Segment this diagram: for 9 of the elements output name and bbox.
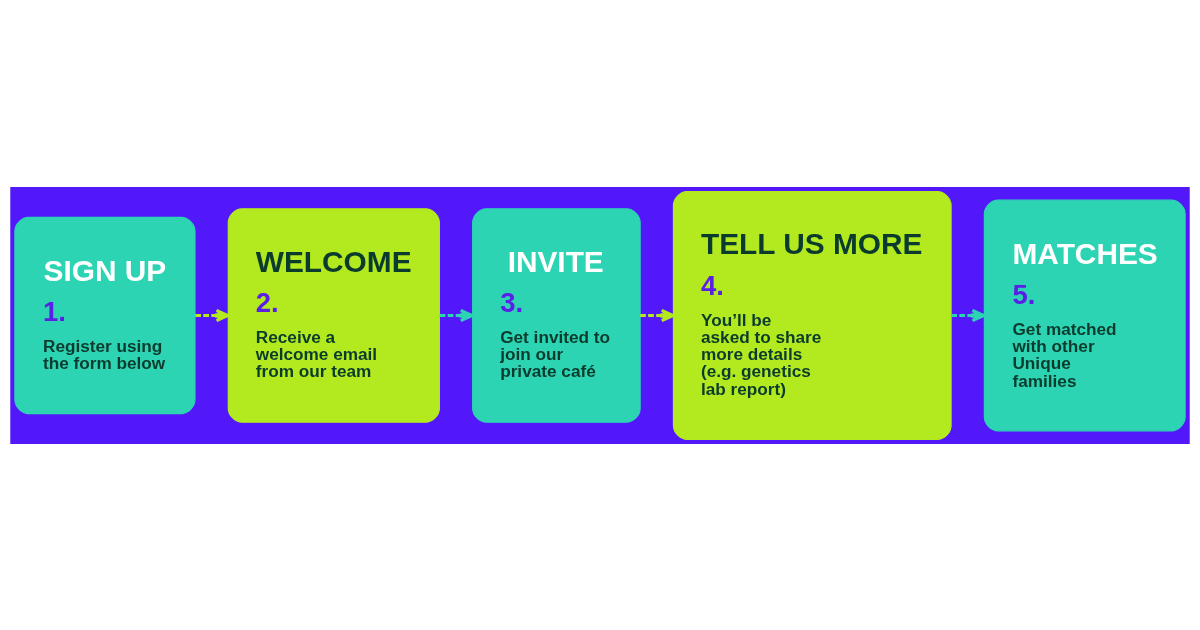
node-box: SIGN UP 1. Register using the form below: [14, 216, 196, 414]
arrow: [951, 308, 986, 322]
node-box: INVITE 3. Get invited to join our private café: [472, 207, 641, 423]
node-box: MATCHES 5. Get matched with other Unique families: [983, 199, 1186, 431]
arrow: [640, 308, 675, 322]
node-box: WELCOME 2. Receive a welcome email from our team: [227, 207, 440, 423]
arrow: [439, 308, 474, 322]
node-box: TELL US MORE 4. You’ll be asked to share more details (e.g. genetics lab report): [672, 190, 952, 440]
arrow: [195, 308, 230, 322]
